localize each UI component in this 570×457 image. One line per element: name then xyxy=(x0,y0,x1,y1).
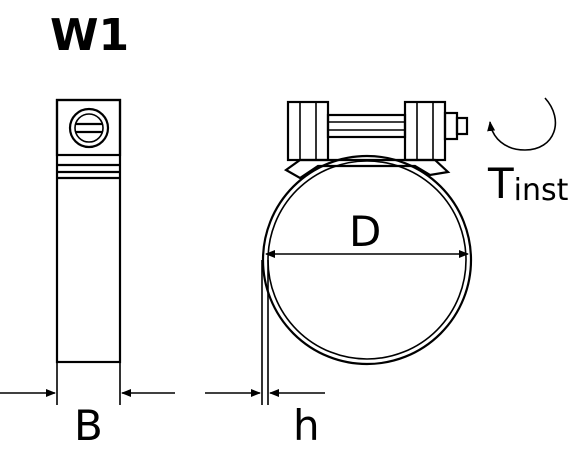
diameter-label: D xyxy=(349,207,381,256)
torque-main: T xyxy=(487,159,514,208)
diagram-title: W1 xyxy=(50,10,129,61)
screw-head-icon xyxy=(68,107,110,149)
width-label: B xyxy=(74,401,103,450)
rotation-arrow-icon xyxy=(487,97,557,151)
torque-sub: inst xyxy=(514,173,569,208)
side-view xyxy=(0,98,175,405)
front-view xyxy=(205,100,473,405)
height-label: h xyxy=(293,401,320,450)
torque-label: Tinst xyxy=(487,159,569,208)
